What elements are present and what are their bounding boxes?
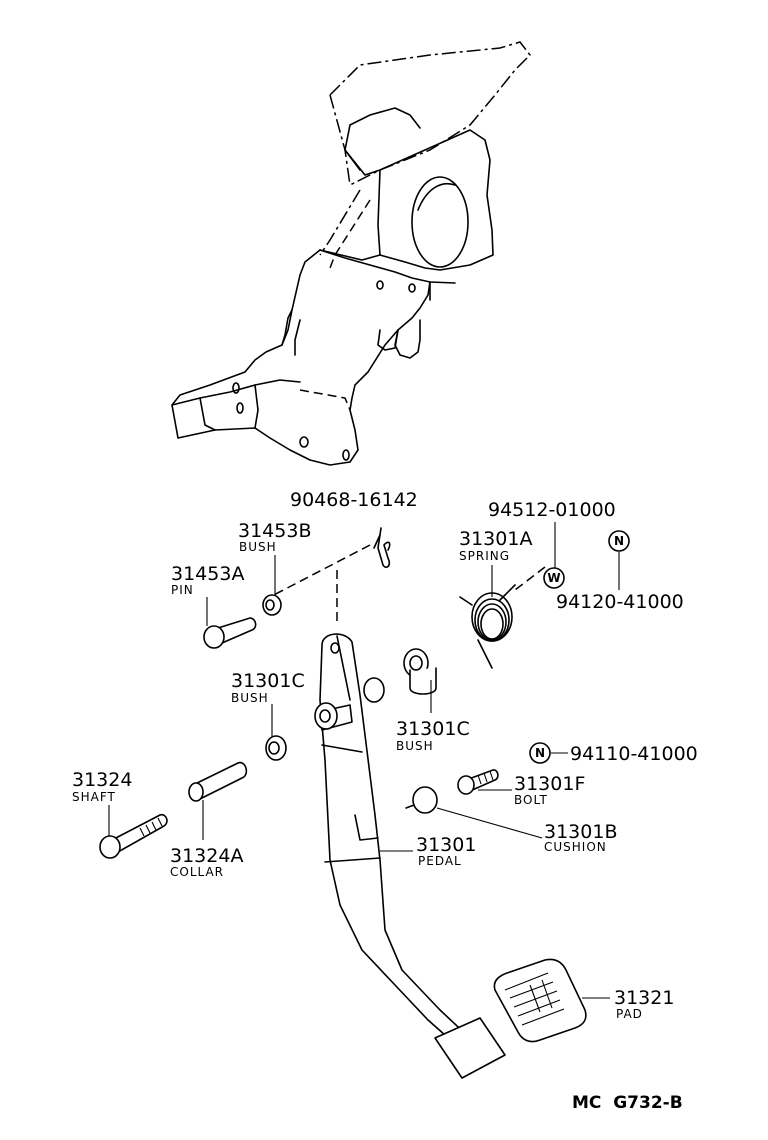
washer-w-symbol: W: [543, 567, 565, 589]
label-31301c-right: 31301C BUSH: [396, 718, 470, 753]
clip-part: [373, 527, 391, 568]
part-name-spring: SPRING: [459, 549, 510, 563]
cushion-31301b-part: [405, 786, 438, 814]
part-number-94110: 94110-41000: [570, 743, 698, 765]
part-number-94120: 94120-41000: [556, 591, 684, 613]
label-31324a: 31324A COLLAR: [170, 845, 243, 879]
washer-symbol-text: W: [547, 571, 560, 585]
part-number-90468: 90468-16142: [290, 489, 418, 511]
collar-31324a-part: [188, 761, 248, 802]
pedal-bracket-illustration: [171, 41, 531, 466]
part-number-31301b: 31301B: [544, 821, 617, 843]
bolt-31301f-part: [457, 769, 499, 795]
label-94120: 94120-41000: [556, 591, 684, 613]
spring-dashed-line: [514, 566, 546, 591]
part-name-cushion: CUSHION: [544, 840, 607, 854]
part-number-31453b: 31453B: [238, 520, 311, 542]
part-name-pedal: PEDAL: [418, 854, 462, 868]
label-31301: 31301 PEDAL: [416, 834, 476, 868]
bush-31301c-right-part: [403, 648, 437, 695]
part-name-shaft: SHAFT: [72, 790, 116, 804]
part-name-bush-31301c-right: BUSH: [396, 739, 434, 753]
drawing-code: MC G732-B: [572, 1093, 683, 1113]
label-31324: 31324 SHAFT: [72, 769, 132, 804]
n-symbol-text-lower: N: [535, 746, 545, 760]
part-number-31301a: 31301A: [459, 528, 532, 550]
bush-31301c-left-part: [265, 735, 287, 761]
part-name-pin: PIN: [171, 583, 194, 597]
part-name-collar: COLLAR: [170, 865, 224, 879]
n-symbol-text-upper: N: [614, 534, 624, 548]
label-31301b: 31301B CUSHION: [544, 821, 617, 854]
label-31301c-left: 31301C BUSH: [231, 670, 305, 705]
label-31321: 31321 PAD: [614, 987, 674, 1021]
label-94110: 94110-41000: [570, 743, 698, 765]
part-name-bush-31453b: BUSH: [239, 540, 277, 554]
nut-n-symbol-upper: N: [608, 530, 630, 552]
part-number-31301f: 31301F: [514, 773, 585, 795]
part-name-bolt: BOLT: [514, 793, 548, 807]
pad-31321-part: [493, 958, 587, 1043]
part-name-pad: PAD: [616, 1007, 643, 1021]
part-number-31324: 31324: [72, 769, 132, 791]
part-number-31301: 31301: [416, 834, 476, 856]
pedal-31301-part: [314, 633, 506, 1079]
pin-31453a-part: [203, 617, 257, 649]
spring-31301a-part: [459, 584, 516, 669]
part-number-31321: 31321: [614, 987, 674, 1009]
part-number-94512: 94512-01000: [488, 499, 616, 521]
clip-to-bush-dashed-line: [267, 544, 371, 599]
label-31301f: 31301F BOLT: [514, 773, 585, 807]
part-number-31324a: 31324A: [170, 845, 243, 867]
label-31453a: 31453A PIN: [171, 563, 244, 597]
label-31301a: 31301A SPRING: [459, 528, 532, 563]
label-90468: 90468-16142: [290, 489, 418, 511]
label-31453b: 31453B BUSH: [238, 520, 311, 554]
part-number-31301c-left: 31301C: [231, 670, 305, 692]
part-name-bush-31301c-left: BUSH: [231, 691, 269, 705]
label-94512: 94512-01000: [488, 499, 616, 521]
bush-31453b-part: [262, 594, 282, 616]
nut-n-symbol-lower: N: [529, 742, 551, 764]
part-number-31301c-right: 31301C: [396, 718, 470, 740]
shaft-31324-part: [99, 813, 168, 859]
part-number-31453a: 31453A: [171, 563, 244, 585]
